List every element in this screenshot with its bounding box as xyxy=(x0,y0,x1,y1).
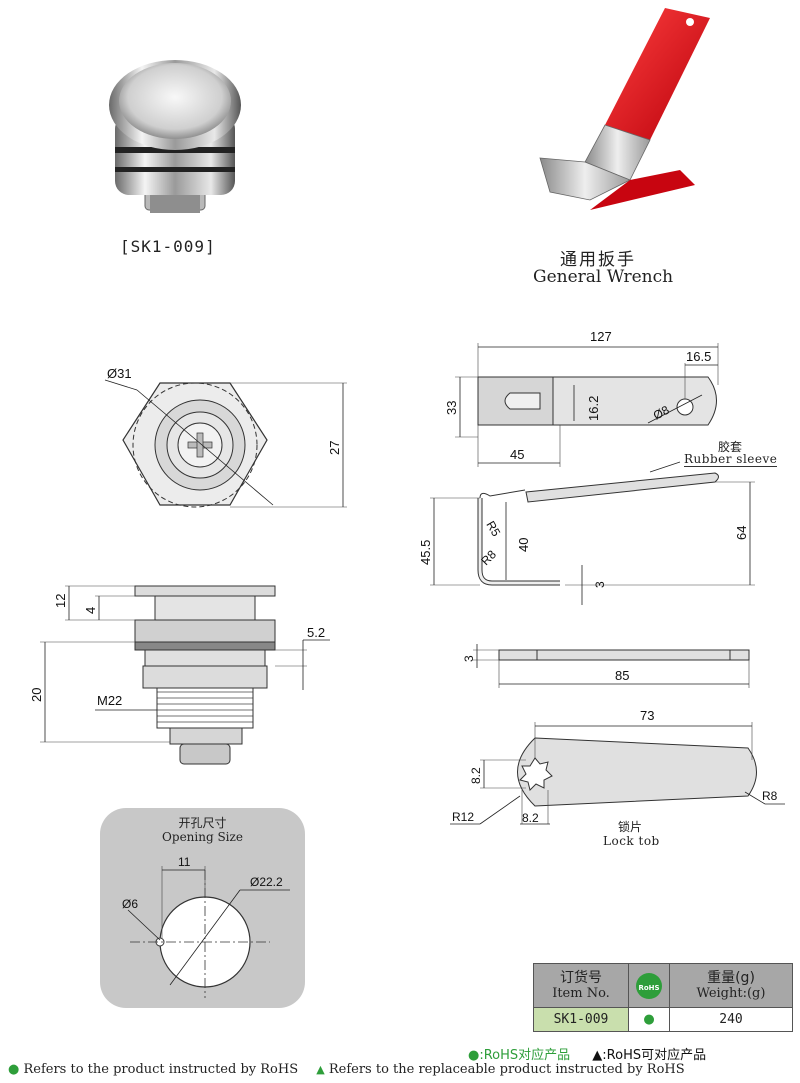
opening-6-label: Ø6 xyxy=(122,897,138,911)
legend-cn: ●:RoHS对应产品 ▲:RoHS可对应产品 xyxy=(468,1044,706,1063)
wrench-8-label: Ø8 xyxy=(651,403,672,423)
header-rohs: RoHS xyxy=(628,963,670,1008)
wrench-45-label: 45 xyxy=(510,447,524,462)
opening-size-drawing: 11 Ø6 Ø22.2 xyxy=(122,855,290,998)
side-12-label: 12 xyxy=(53,594,68,608)
side-45-5-label: 45.5 xyxy=(418,540,433,565)
opening-title-en: Opening Size xyxy=(162,830,243,844)
item-no-cell: SK1-009 xyxy=(533,1007,629,1032)
lock-tab-name-en: Lock tob xyxy=(603,834,660,848)
wrench-side-drawing: 45.5 40 64 R5 R8 3 xyxy=(418,461,755,605)
wrench-16-2-label: 16.2 xyxy=(586,396,601,421)
legend-en-full: Refers to the product instructed by RoHS xyxy=(23,1062,299,1077)
header-item-no: 订货号 Item No. xyxy=(533,963,629,1008)
order-table: 订货号 Item No. RoHS 重量(g) Weight:(g) SK1-0… xyxy=(533,963,793,1032)
table-row: SK1-009 ● 240 xyxy=(533,1007,793,1032)
wrench-photo xyxy=(539,8,710,210)
side-r5-label: R5 xyxy=(483,519,503,540)
wrench-name-en: General Wrench xyxy=(533,267,674,287)
flat-3-label: 3 xyxy=(462,655,476,662)
opening-22-2-label: Ø22.2 xyxy=(250,875,283,889)
opening-11-label: 11 xyxy=(178,855,191,869)
front-view-drawing: Ø31 27 xyxy=(104,366,347,508)
rubber-sleeve-en: Rubber sleeve xyxy=(684,452,778,467)
side-64-label: 64 xyxy=(734,526,749,540)
order-table-header: 订货号 Item No. RoHS 重量(g) Weight:(g) xyxy=(533,963,793,1008)
rubber-sleeve-cn: 胶套 xyxy=(718,440,743,454)
side-view-drawing: 12 4 5.2 20 M22 xyxy=(29,585,330,765)
side-20-label: 20 xyxy=(29,688,44,702)
legend-en: ● Refers to the product instructed by Ro… xyxy=(8,1062,798,1077)
wrench-flat-drawing: 3 85 xyxy=(462,644,750,688)
product-model-label: [SK1-009] xyxy=(120,237,216,256)
side-thread-label: M22 xyxy=(97,693,122,708)
wrench-name-cn: 通用扳手 xyxy=(560,250,636,270)
flat-85-label: 85 xyxy=(615,668,629,683)
legend-dot-icon: ● xyxy=(8,1062,20,1077)
wrench-33-label: 33 xyxy=(444,401,459,415)
legend-triangle-icon: ▲ xyxy=(316,1063,325,1076)
tab-8-2a-label: 8.2 xyxy=(469,767,483,784)
wrench-127-label: 127 xyxy=(590,329,612,344)
side-5-2-label: 5.2 xyxy=(307,625,325,640)
side-3-label: 3 xyxy=(593,581,607,588)
front-height-label: 27 xyxy=(327,441,342,455)
legend-en-replaceable: Refers to the replaceable product instru… xyxy=(328,1062,685,1077)
lock-tab-name-cn: 锁片 xyxy=(618,820,643,834)
weight-cell: 240 xyxy=(669,1007,793,1032)
front-diameter-label: Ø31 xyxy=(107,366,132,381)
tab-r8-label: R8 xyxy=(762,789,778,803)
legend-cn-replaceable: ▲:RoHS可对应产品 xyxy=(592,1048,707,1063)
wrench-top-drawing: 127 16.5 33 16.2 Ø8 45 xyxy=(444,329,719,467)
opening-title-cn: 开孔尺寸 xyxy=(178,816,227,830)
legend-cn-full: ●:RoHS对应产品 xyxy=(468,1048,571,1063)
product-photo xyxy=(109,60,241,213)
wrench-16-5-label: 16.5 xyxy=(686,349,711,364)
rohs-mark-cell: ● xyxy=(628,1007,670,1032)
side-40-label: 40 xyxy=(516,538,531,552)
lock-tab-drawing: 73 8.2 8.2 R12 R8 xyxy=(450,708,785,825)
side-4-label: 4 xyxy=(83,607,98,614)
tab-8-2b-label: 8.2 xyxy=(522,811,539,825)
header-weight: 重量(g) Weight:(g) xyxy=(669,963,793,1008)
rohs-badge-icon: RoHS xyxy=(636,972,662,999)
tab-73-label: 73 xyxy=(640,708,654,723)
tab-r12-label: R12 xyxy=(452,810,474,824)
